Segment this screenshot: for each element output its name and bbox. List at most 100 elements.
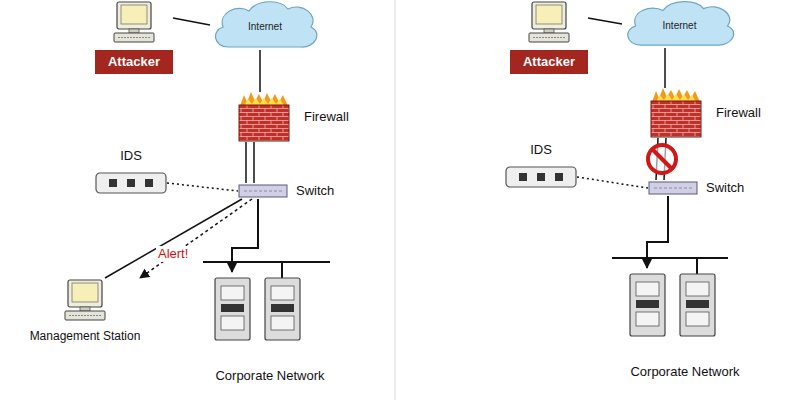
switch-device xyxy=(648,180,698,196)
ids-device xyxy=(95,170,167,196)
attacker-node: Attacker xyxy=(510,0,588,74)
switch-label: Switch xyxy=(706,180,744,196)
drawing-part xyxy=(72,283,98,302)
drawing-part xyxy=(221,286,244,300)
cloud-node: Internet xyxy=(210,0,320,50)
server-pair xyxy=(615,268,755,338)
link-line xyxy=(647,196,668,268)
drawing-part xyxy=(129,29,139,33)
drawing-part xyxy=(65,280,105,320)
drawing-part xyxy=(80,307,90,311)
station-label: Management Station xyxy=(30,328,141,344)
drawing-part xyxy=(109,179,117,187)
network-link xyxy=(260,50,261,92)
drawing-part xyxy=(121,5,147,24)
network-link xyxy=(167,183,238,191)
drawing-part xyxy=(651,101,701,137)
drawing-part xyxy=(686,300,709,308)
link-line xyxy=(173,18,210,25)
network-link xyxy=(232,199,258,272)
attacker-label: Attacker xyxy=(510,50,588,74)
drawing-part xyxy=(519,173,527,181)
drawing-part xyxy=(239,185,287,197)
link-line xyxy=(588,18,622,24)
drawing-part xyxy=(65,311,105,320)
link-line xyxy=(140,199,252,278)
computer-icon xyxy=(95,0,173,44)
link-line xyxy=(167,183,238,191)
network-link xyxy=(588,18,622,24)
station-node: Management Station xyxy=(10,278,160,344)
ids-label: IDS xyxy=(120,148,142,164)
drawing-part xyxy=(555,173,563,181)
drawing-part xyxy=(271,286,294,300)
firewall-wall xyxy=(650,88,702,138)
alert-label: Alert! xyxy=(156,246,190,262)
link-line xyxy=(245,142,247,183)
drawing-part xyxy=(69,315,101,316)
link-line xyxy=(105,199,242,278)
computer-icon xyxy=(10,278,160,322)
ids-node: IDS xyxy=(95,148,167,196)
corp-node: Corporate Network xyxy=(200,272,340,384)
drawing-part xyxy=(636,282,659,296)
link-line xyxy=(253,142,255,183)
firewall-wall xyxy=(238,92,290,142)
drawing-part xyxy=(636,312,659,326)
drawing-part xyxy=(649,182,697,194)
network-bus xyxy=(203,261,330,263)
link-line xyxy=(664,48,666,88)
drawing-part xyxy=(686,312,709,326)
blocked-sign-bar xyxy=(652,149,672,169)
drawing-part xyxy=(114,33,154,42)
ids-device xyxy=(505,164,577,190)
drawing-part xyxy=(215,278,250,340)
ids-label: IDS xyxy=(530,142,552,158)
switch-node: Switch xyxy=(648,180,744,196)
switch-device xyxy=(238,183,288,199)
drawing-part xyxy=(265,278,300,340)
network-link xyxy=(665,48,666,88)
bus-drop xyxy=(281,262,283,278)
corp-label: Corporate Network xyxy=(630,364,739,380)
corp-label: Corporate Network xyxy=(215,368,324,384)
drawing-part xyxy=(532,2,566,29)
drawing-part xyxy=(537,173,545,181)
cloud-label: Internet xyxy=(210,0,320,33)
drawing-part xyxy=(529,2,569,42)
firewall-node: Firewall xyxy=(650,88,761,138)
drawing-part xyxy=(96,173,166,193)
link-line xyxy=(577,177,648,188)
drawing-part xyxy=(654,188,692,189)
network-link xyxy=(647,196,668,268)
network-link xyxy=(577,177,648,188)
ids-node: IDS xyxy=(505,142,577,190)
network-link xyxy=(173,18,210,25)
network-link xyxy=(105,199,242,278)
switch-node: Switch xyxy=(238,183,334,199)
network-link xyxy=(246,142,254,183)
drawing-part xyxy=(529,33,569,42)
drawing-part xyxy=(240,92,288,106)
drawing-part xyxy=(145,179,153,187)
switch-label: Switch xyxy=(296,183,334,199)
drawing-part xyxy=(680,274,715,336)
drawing-part xyxy=(686,282,709,296)
link-line xyxy=(232,199,258,272)
drawing-part xyxy=(533,37,565,38)
attacker-label: Attacker xyxy=(95,50,173,74)
drawing-part xyxy=(244,191,282,192)
drawing-part xyxy=(221,316,244,330)
drawing-part xyxy=(544,29,554,33)
network-bus xyxy=(612,257,728,259)
drawing-part xyxy=(68,280,102,307)
corp-node: Corporate Network xyxy=(615,268,755,380)
bus-drop xyxy=(696,258,698,274)
firewall-node: Firewall xyxy=(238,92,349,142)
drawing-part xyxy=(536,5,562,24)
blocked-sign xyxy=(648,145,676,173)
drawing-part xyxy=(221,304,244,312)
firewall-label: Firewall xyxy=(716,105,761,121)
cloud-label: Internet xyxy=(622,0,737,32)
